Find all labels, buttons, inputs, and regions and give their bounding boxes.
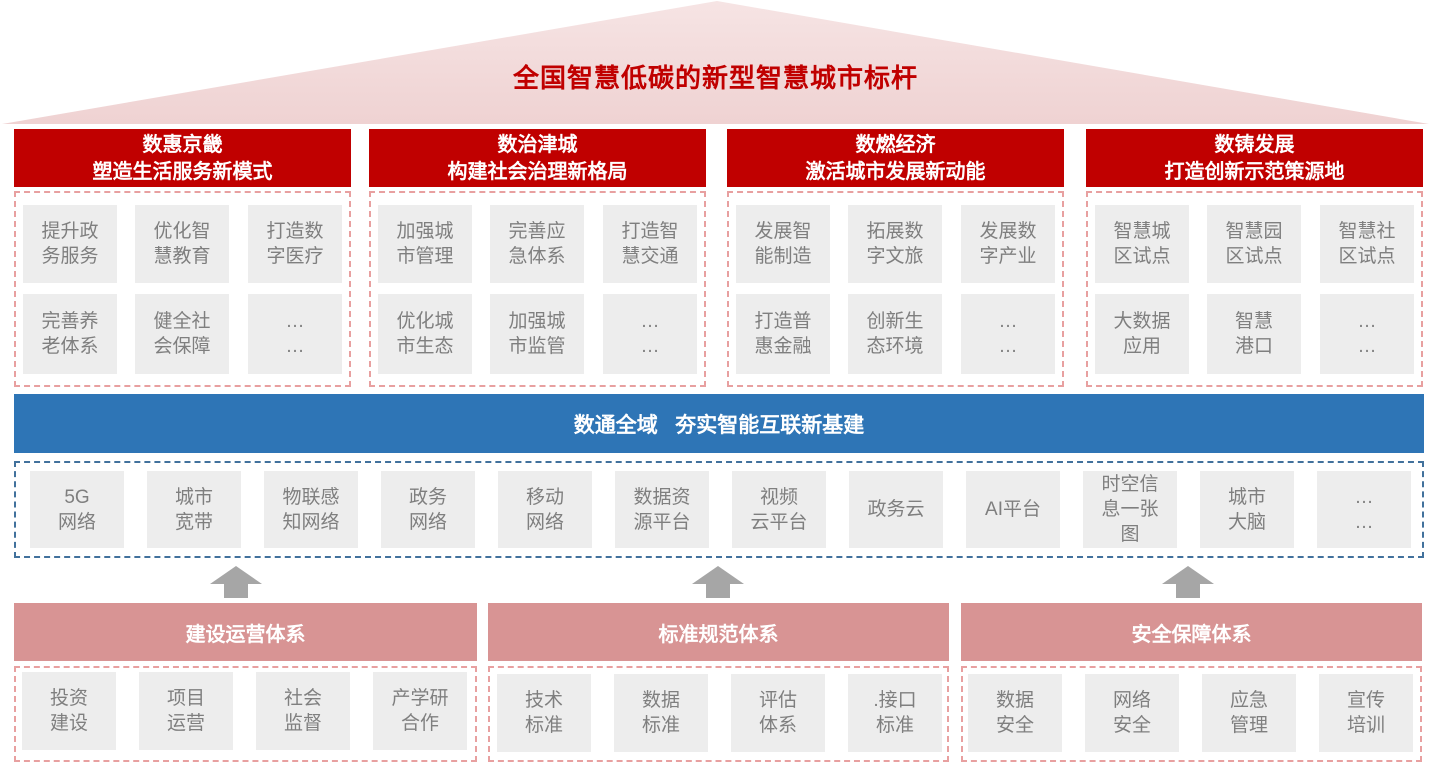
system-title: 标准规范体系 [488, 603, 949, 661]
system-item: 数据 安全 [968, 674, 1062, 752]
pillar-item: 完善应 急体系 [490, 205, 584, 283]
pillar-item: 创新生 态环境 [848, 294, 942, 374]
pillar-item: … … [961, 294, 1055, 374]
pillar-items-box [369, 191, 706, 387]
infra-title-bar: 数通全域 夯实智能互联新基建 [14, 394, 1424, 453]
up-arrow-icon [210, 566, 262, 598]
pillar-development: 数铸发展 打造创新示范策源地 智慧城 区试点 智慧园 区试点 智慧社 区试点 大… [1086, 129, 1423, 389]
pillar-items-box [1086, 191, 1423, 387]
infra-item: 物联感 知网络 [264, 471, 358, 548]
pillar-item: … … [1320, 294, 1414, 374]
pillar-item: 加强城 市监管 [490, 294, 584, 374]
infra-item: … … [1317, 471, 1411, 548]
infra-item: 城市 宽带 [147, 471, 241, 548]
system-item: .接口 标准 [848, 674, 942, 752]
system-construction: 建设运营体系 投资 建设 项目 运营 社会 监督 产学研 合作 [14, 603, 477, 762]
system-standards: 标准规范体系 技术 标准 数据 标准 评估 体系 .接口 标准 [488, 603, 949, 762]
up-arrow-icon [1162, 566, 1214, 598]
infra-item: 视频 云平台 [732, 471, 826, 548]
pillar-item: 完善养 老体系 [23, 294, 117, 374]
pillar-subtitle: 构建社会治理新格局 [447, 161, 628, 183]
system-item: 评估 体系 [731, 674, 825, 752]
pillar-subtitle: 塑造生活服务新模式 [92, 161, 273, 183]
infra-item: 数据资 源平台 [615, 471, 709, 548]
pillar-livelihood: 数惠京畿 塑造生活服务新模式 提升政 务服务 优化智 慧教育 打造数 字医疗 完… [14, 129, 351, 389]
system-item: 产学研 合作 [373, 672, 467, 750]
pillar-item: 优化城 市生态 [378, 294, 472, 374]
system-items-box [14, 666, 477, 762]
system-title: 安全保障体系 [961, 603, 1422, 661]
pillar-item: 打造数 字医疗 [248, 205, 342, 283]
system-title: 建设运营体系 [14, 603, 477, 661]
pillar-title: 数燃经济 [855, 134, 936, 156]
system-item: 投资 建设 [22, 672, 116, 750]
system-security: 安全保障体系 数据 安全 网络 安全 应急 管理 宣传 培训 [961, 603, 1422, 762]
pillar-item: 智慧城 区试点 [1095, 205, 1189, 283]
pillar-items-box [727, 191, 1064, 387]
pillar-title: 数惠京畿 [142, 134, 223, 156]
pillar-item: 健全社 会保障 [135, 294, 229, 374]
system-item: 网络 安全 [1085, 674, 1179, 752]
pillar-item: 智慧园 区试点 [1207, 205, 1301, 283]
pillar-item: 打造普 惠金融 [736, 294, 830, 374]
pillar-item: 发展数 字产业 [961, 205, 1055, 283]
roof-shape [2, 1, 1429, 124]
pillar-title: 数治津城 [497, 134, 578, 156]
infra-item: 时空信 息一张 图 [1083, 471, 1177, 548]
pillar-subtitle: 激活城市发展新动能 [805, 161, 986, 183]
pillar-header: 数惠京畿 塑造生活服务新模式 [14, 129, 351, 187]
infra-item: 政务 网络 [381, 471, 475, 548]
pillar-item: 加强城 市管理 [378, 205, 472, 283]
infra-item: 5G 网络 [30, 471, 124, 548]
pillar-item: 发展智 能制造 [736, 205, 830, 283]
pillar-title: 数铸发展 [1214, 134, 1295, 156]
infra-item: AI平台 [966, 471, 1060, 548]
pillar-items-box [14, 191, 351, 387]
pillar-item: 智慧 港口 [1207, 294, 1301, 374]
pillar-governance: 数治津城 构建社会治理新格局 加强城 市管理 完善应 急体系 打造智 慧交通 优… [369, 129, 706, 389]
pillar-economy: 数燃经济 激活城市发展新动能 发展智 能制造 拓展数 字文旅 发展数 字产业 打… [727, 129, 1064, 389]
pillar-item: 打造智 慧交通 [603, 205, 697, 283]
pillar-header: 数燃经济 激活城市发展新动能 [727, 129, 1064, 187]
infra-item: 移动 网络 [498, 471, 592, 548]
roof-title: 全国智慧低碳的新型智慧城市标杆 [512, 63, 918, 93]
pillar-item: … … [603, 294, 697, 374]
pillar-item: … … [248, 294, 342, 374]
pillar-item: 大数据 应用 [1095, 294, 1189, 374]
pillar-item: 提升政 务服务 [23, 205, 117, 283]
pillar-item: 智慧社 区试点 [1320, 205, 1414, 283]
infra-item: 政务云 [849, 471, 943, 548]
pillar-header: 数铸发展 打造创新示范策源地 [1086, 129, 1423, 187]
pillar-subtitle: 打造创新示范策源地 [1164, 161, 1345, 183]
pillar-header: 数治津城 构建社会治理新格局 [369, 129, 706, 187]
system-item: 社会 监督 [256, 672, 350, 750]
infra-item: 城市 大脑 [1200, 471, 1294, 548]
system-item: 数据 标准 [614, 674, 708, 752]
system-items-box [961, 666, 1422, 762]
system-item: 应急 管理 [1202, 674, 1296, 752]
infra-items-box [14, 461, 1424, 558]
system-item: 宣传 培训 [1319, 674, 1413, 752]
up-arrow-icon [692, 566, 744, 598]
system-item: 技术 标准 [497, 674, 591, 752]
system-items-box [488, 666, 949, 762]
pillar-item: 优化智 慧教育 [135, 205, 229, 283]
system-item: 项目 运营 [139, 672, 233, 750]
pillar-item: 拓展数 字文旅 [848, 205, 942, 283]
